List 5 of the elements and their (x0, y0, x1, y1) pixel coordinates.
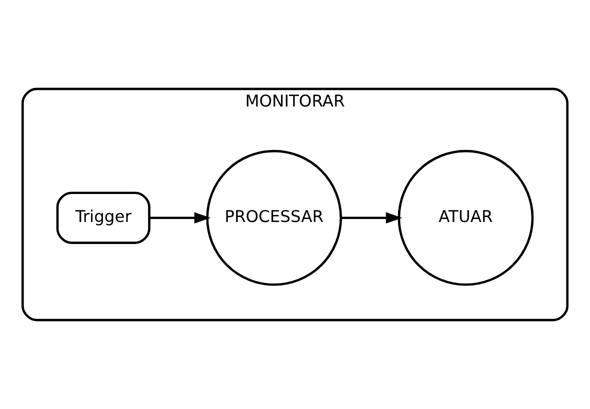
node-circle: PROCESSAR (206, 150, 342, 286)
arrow (150, 212, 211, 224)
node-circle: ATUAR (398, 150, 534, 286)
node-box: Trigger (56, 192, 150, 244)
arrow (340, 212, 402, 224)
